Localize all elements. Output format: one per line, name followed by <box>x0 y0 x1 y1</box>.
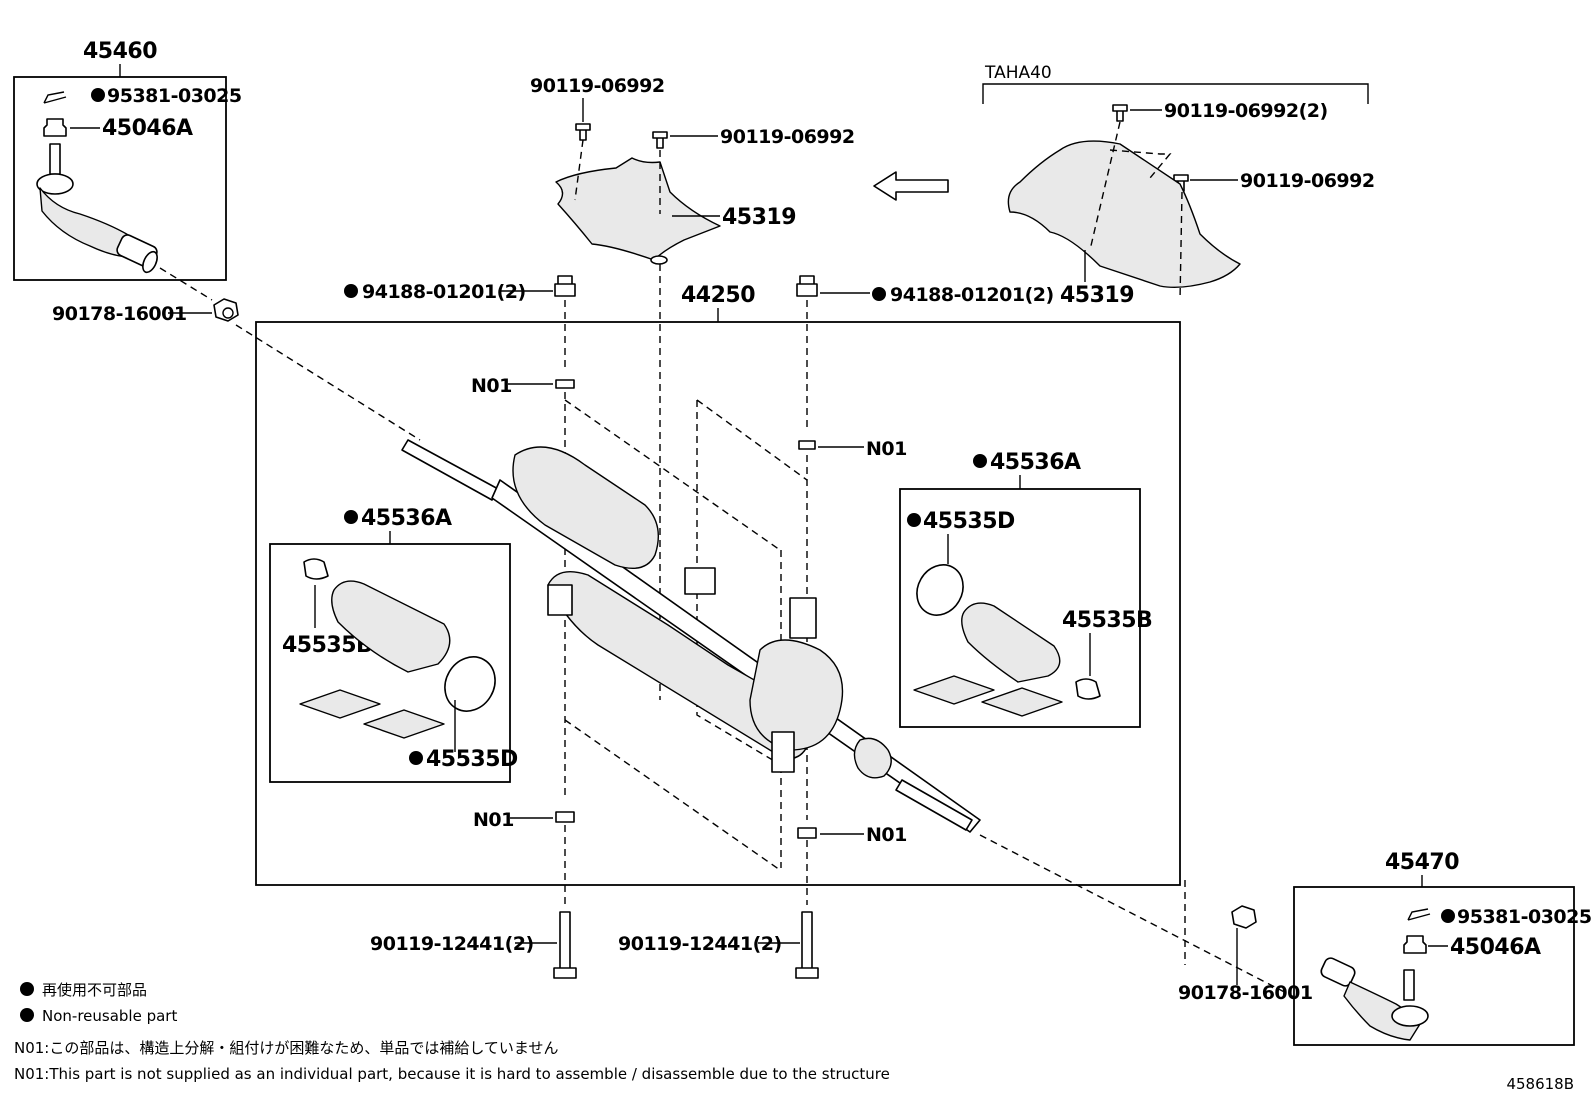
tie-rod-end-right-group: 45470 95381-03025 45046A <box>1293 850 1592 1046</box>
tie-rod-end-left-group: 45460 95381-03025 45046A <box>13 39 242 281</box>
cover-45319-taha40 <box>1007 140 1241 289</box>
figure-id: 458618B <box>1506 1075 1574 1093</box>
legend-non-reusable-jp: 再使用不可部品 <box>42 981 147 999</box>
flange-nut-icon <box>796 275 818 297</box>
small-clamp-icon <box>303 558 329 580</box>
taha40-bracket <box>982 83 1369 104</box>
boot-kit-left-box <box>269 543 511 783</box>
n01-marker-d: N01 <box>797 824 907 846</box>
non-reusable-bullet-icon <box>91 88 105 102</box>
large-clamp-icon <box>444 656 496 712</box>
steering-rack-drawing <box>401 439 981 833</box>
direction-arrow-icon <box>873 171 949 201</box>
small-clamp-icon <box>1075 678 1101 700</box>
label-90119-12441-left[interactable]: 90119-12441(2) <box>370 933 534 955</box>
label-n01-b[interactable]: N01 <box>866 438 907 460</box>
non-reusable-bullet-icon <box>20 982 34 996</box>
label-90178-16001-left[interactable]: 90178-16001 <box>52 303 187 325</box>
label-90119-06992-2[interactable]: 90119-06992(2) <box>1164 100 1328 122</box>
grease-packet-icon <box>981 687 1063 717</box>
n01-marker-a: N01 <box>471 375 575 397</box>
label-45046a-left[interactable]: 45046A <box>102 116 194 141</box>
label-94188-01201-left[interactable]: 94188-01201(2) <box>362 281 526 303</box>
label-45460[interactable]: 45460 <box>83 39 158 64</box>
lock-nut-icon <box>1231 905 1257 929</box>
label-90119-06992-a[interactable]: 90119-06992 <box>530 75 665 97</box>
label-45470[interactable]: 45470 <box>1385 850 1460 875</box>
flange-nut-icon <box>554 275 576 297</box>
label-44250[interactable]: 44250 <box>681 283 756 308</box>
label-95381-03025-left[interactable]: 95381-03025 <box>107 85 242 107</box>
lock-nut-left-group: 90178-16001 <box>52 298 239 325</box>
non-reusable-bullet-icon <box>20 1008 34 1022</box>
label-45046a-right[interactable]: 45046A <box>1450 935 1542 960</box>
non-reusable-bullet-icon <box>409 751 423 765</box>
non-reusable-bullet-icon <box>1441 909 1455 923</box>
label-90119-12441-right[interactable]: 90119-12441(2) <box>618 933 782 955</box>
label-45319-a[interactable]: 45319 <box>722 205 797 230</box>
grease-packet-icon <box>363 709 445 739</box>
label-taha40[interactable]: TAHA40 <box>984 63 1052 83</box>
label-90178-16001-right[interactable]: 90178-16001 <box>1178 982 1313 1004</box>
boot-kit-right-box <box>899 488 1141 728</box>
label-45535b-right[interactable]: 45535B <box>1062 608 1153 633</box>
cotter-pin-icon <box>43 91 67 104</box>
non-reusable-bullet-icon <box>344 510 358 524</box>
gear-assy-group: 44250 N01 N01 N01 <box>235 264 1301 1001</box>
mount-bolts-bottom: 90119-12441(2) 90119-12441(2) <box>370 911 819 979</box>
lock-nut-right-group: 90178-16001 <box>1178 880 1313 1004</box>
cover-45319-top <box>555 157 721 261</box>
label-45535d-right[interactable]: 45535D <box>923 509 1016 534</box>
castle-nut-icon <box>43 118 67 137</box>
grease-packet-icon <box>299 689 381 719</box>
tie-rod-end-right-box <box>1293 886 1575 1046</box>
non-reusable-bullet-icon <box>872 287 886 301</box>
mount-nuts-top: 94188-01201(2) 94188-01201(2) <box>344 275 1054 306</box>
boot-kit-left: 45536A 45535B 45535D <box>269 506 519 783</box>
large-clamp-icon <box>916 564 964 616</box>
label-45536a-right[interactable]: 45536A <box>990 450 1082 475</box>
non-reusable-bullet-icon <box>907 513 921 527</box>
bolt-icon <box>575 123 591 141</box>
boot-kit-right: 45536A 45535D 45535B <box>899 450 1153 728</box>
boot-icon <box>961 602 1061 683</box>
grease-packet-icon <box>913 675 995 705</box>
bolt-icon <box>553 911 577 979</box>
cover-taha40-group: TAHA40 90119-06992(2) 90119-06992 45319 <box>982 63 1375 308</box>
bolt-icon <box>1112 104 1128 122</box>
gear-assy-box <box>255 321 1181 886</box>
n01-marker-c: N01 <box>473 809 575 831</box>
label-n01-a[interactable]: N01 <box>471 375 512 397</box>
boot-icon <box>331 580 451 673</box>
label-45535d-left[interactable]: 45535D <box>426 747 519 772</box>
n01-marker-b: N01 <box>798 438 907 460</box>
label-94188-01201-right[interactable]: 94188-01201(2) <box>890 284 1054 306</box>
cotter-pin-icon <box>1407 908 1431 921</box>
non-reusable-bullet-icon <box>973 454 987 468</box>
label-45319-b[interactable]: 45319 <box>1060 283 1135 308</box>
legend-non-reusable-en: Non-reusable part <box>42 1007 177 1025</box>
tie-rod-end-left-drawing <box>36 143 158 274</box>
legend: 再使用不可部品 Non-reusable part N01:この部品は、構造上分… <box>14 981 890 1083</box>
label-45536a-left[interactable]: 45536A <box>361 506 453 531</box>
label-90119-06992-b[interactable]: 90119-06992 <box>720 126 855 148</box>
tie-rod-end-right-drawing <box>1320 957 1429 1041</box>
bolt-icon <box>795 911 819 979</box>
cover-top-group: 90119-06992 90119-06992 45319 <box>530 75 855 265</box>
label-n01-d[interactable]: N01 <box>866 824 907 846</box>
note-n01-en: N01:This part is not supplied as an indi… <box>14 1065 890 1083</box>
label-95381-03025-right[interactable]: 95381-03025 <box>1457 906 1592 928</box>
bolt-icon <box>652 131 668 149</box>
castle-nut-icon <box>1403 935 1427 954</box>
note-n01-jp: N01:この部品は、構造上分解・組付けが困難なため、単品では補給していません <box>14 1039 558 1057</box>
label-n01-c[interactable]: N01 <box>473 809 514 831</box>
label-90119-06992-c[interactable]: 90119-06992 <box>1240 170 1375 192</box>
non-reusable-bullet-icon <box>344 284 358 298</box>
